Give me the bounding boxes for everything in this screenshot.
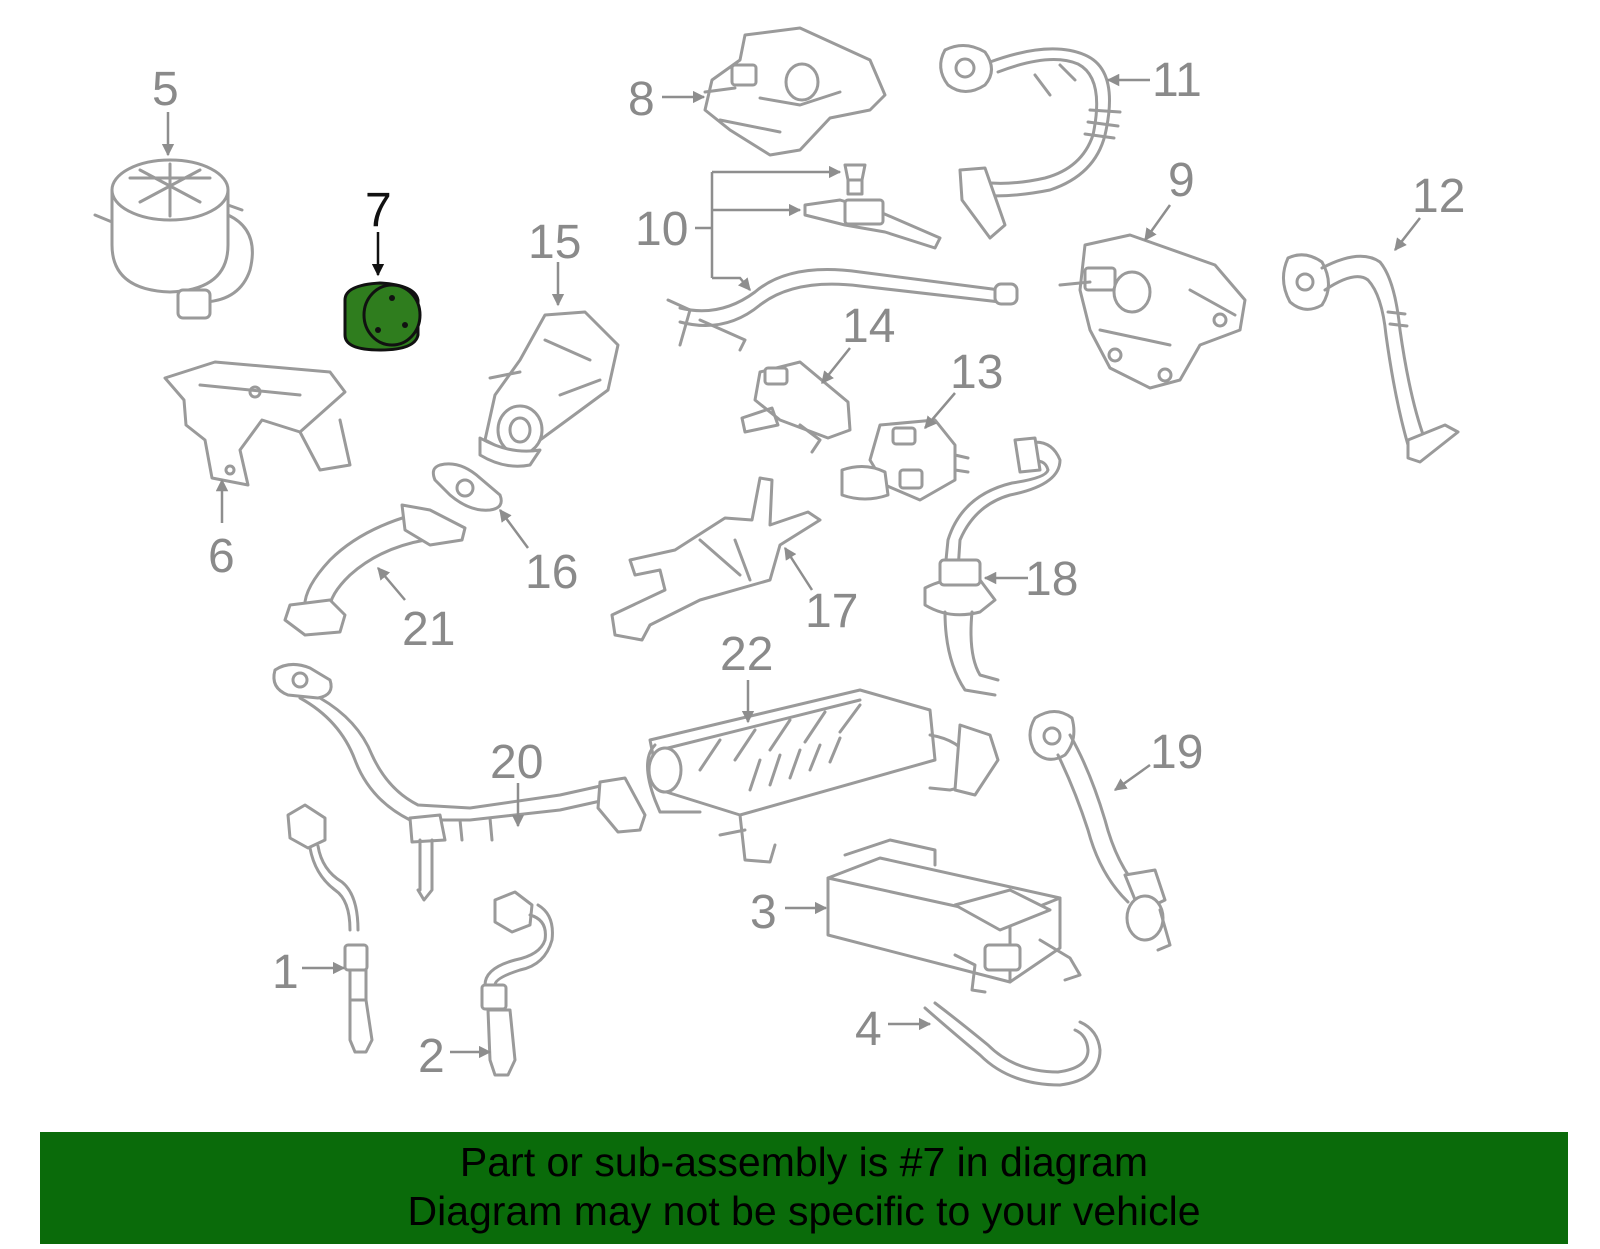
callout-11[interactable]: 11 <box>1152 54 1202 107</box>
callout-5[interactable]: 5 <box>152 63 179 116</box>
part-14-solenoid[interactable] <box>740 360 852 454</box>
callout-6[interactable]: 6 <box>208 530 235 583</box>
part-6-bracket[interactable] <box>163 360 352 487</box>
callout-2[interactable]: 2 <box>418 1030 445 1083</box>
part-16-gasket[interactable] <box>431 462 503 512</box>
callout-8[interactable]: 8 <box>628 73 655 126</box>
callout-labels: 5 6 7 8 10 11 9 12 15 14 13 16 21 17 18 … <box>152 54 1465 1083</box>
parts-diagram: 5 6 7 8 10 11 9 12 15 14 13 16 21 17 18 … <box>93 26 1465 1087</box>
part-19-pipe[interactable] <box>1028 710 1172 952</box>
part-22-egr-cooler[interactable] <box>646 688 1000 864</box>
callout-16[interactable]: 16 <box>525 546 578 599</box>
callout-7[interactable]: 7 <box>365 184 392 237</box>
part-17-bracket[interactable] <box>610 476 822 642</box>
part-5-air-pump[interactable] <box>93 158 254 320</box>
callout-17[interactable]: 17 <box>805 585 858 638</box>
part-11-pipe[interactable] <box>939 44 1122 240</box>
callout-22[interactable]: 22 <box>720 628 773 681</box>
callout-20[interactable]: 20 <box>490 736 543 789</box>
part-3-canister[interactable] <box>826 838 1082 994</box>
part-1-o2-sensor[interactable] <box>286 803 374 1054</box>
callout-21[interactable]: 21 <box>402 603 455 656</box>
banner-line-disclaimer: Diagram may not be specific to your vehi… <box>407 1188 1201 1234</box>
part-4-hose[interactable] <box>923 1001 1102 1087</box>
callout-15[interactable]: 15 <box>528 216 581 269</box>
part-12-pipe[interactable] <box>1282 253 1460 464</box>
callout-arrows <box>161 73 1421 1059</box>
callout-9[interactable]: 9 <box>1168 154 1195 207</box>
callout-13[interactable]: 13 <box>950 346 1003 399</box>
part-13-solenoid[interactable] <box>840 418 970 502</box>
part-18-hose[interactable] <box>923 436 1062 697</box>
callout-3[interactable]: 3 <box>750 886 777 939</box>
part-8-valve[interactable] <box>703 26 887 157</box>
banner-line-part: Part or sub-assembly is #7 in diagram <box>459 1139 1149 1185</box>
part-10-assembly[interactable] <box>666 163 1019 352</box>
callout-12[interactable]: 12 <box>1412 170 1465 223</box>
info-banner: Part or sub-assembly is #7 in diagram Di… <box>40 1132 1568 1244</box>
callout-1[interactable]: 1 <box>272 946 299 999</box>
part-9-egr-valve[interactable] <box>1058 233 1247 390</box>
callout-14[interactable]: 14 <box>842 300 895 353</box>
callout-19[interactable]: 19 <box>1150 726 1203 779</box>
part-7-cap-highlighted[interactable] <box>343 281 422 352</box>
callout-10[interactable]: 10 <box>635 203 688 256</box>
callout-18[interactable]: 18 <box>1025 553 1078 606</box>
part-2-o2-sensor[interactable] <box>480 890 554 1077</box>
part-20-pipe[interactable] <box>272 663 647 902</box>
part-15-valve[interactable] <box>478 310 620 468</box>
part-21-pipe[interactable] <box>283 503 467 637</box>
callout-4[interactable]: 4 <box>855 1003 882 1056</box>
